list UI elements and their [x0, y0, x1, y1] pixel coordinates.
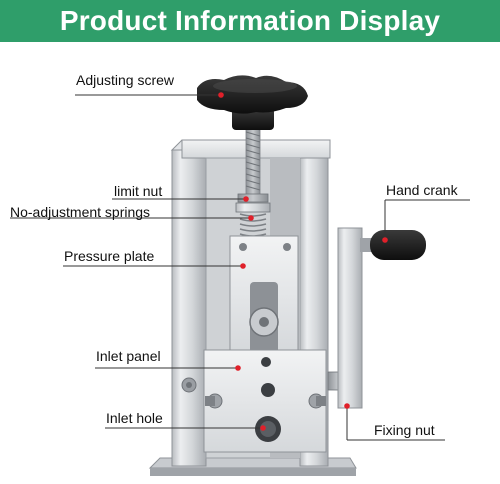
- hand-crank-body: [327, 227, 426, 409]
- leader-lines: [10, 94, 470, 441]
- callout-no-adjustment-springs: No-adjustment springs: [10, 204, 151, 220]
- screw-rod: [245, 119, 261, 201]
- callout-pressure-plate: Pressure plate: [64, 248, 155, 264]
- callout-hand-crank: Hand crank: [386, 182, 458, 198]
- adjusting-knob: [197, 75, 308, 130]
- callout-adjusting-screw: Adjusting screw: [76, 72, 175, 88]
- inlet-panel-body: [203, 349, 327, 453]
- pressure-plate-body: [229, 235, 299, 355]
- title-banner: Product Information Display: [0, 0, 500, 42]
- callout-inlet-panel: Inlet panel: [96, 348, 161, 364]
- callout-inlet-hole: Inlet hole: [106, 410, 163, 426]
- callout-fixing-nut: Fixing nut: [374, 422, 435, 438]
- page-title: Product Information Display: [59, 5, 441, 36]
- left-side-plate: [171, 149, 207, 467]
- callout-dots: [218, 92, 388, 431]
- callout-limit-nut: limit nut: [114, 183, 163, 199]
- limit-nut-body: [235, 193, 271, 213]
- stripping-machine-illustration: [10, 75, 470, 476]
- spring-coils: [239, 213, 267, 237]
